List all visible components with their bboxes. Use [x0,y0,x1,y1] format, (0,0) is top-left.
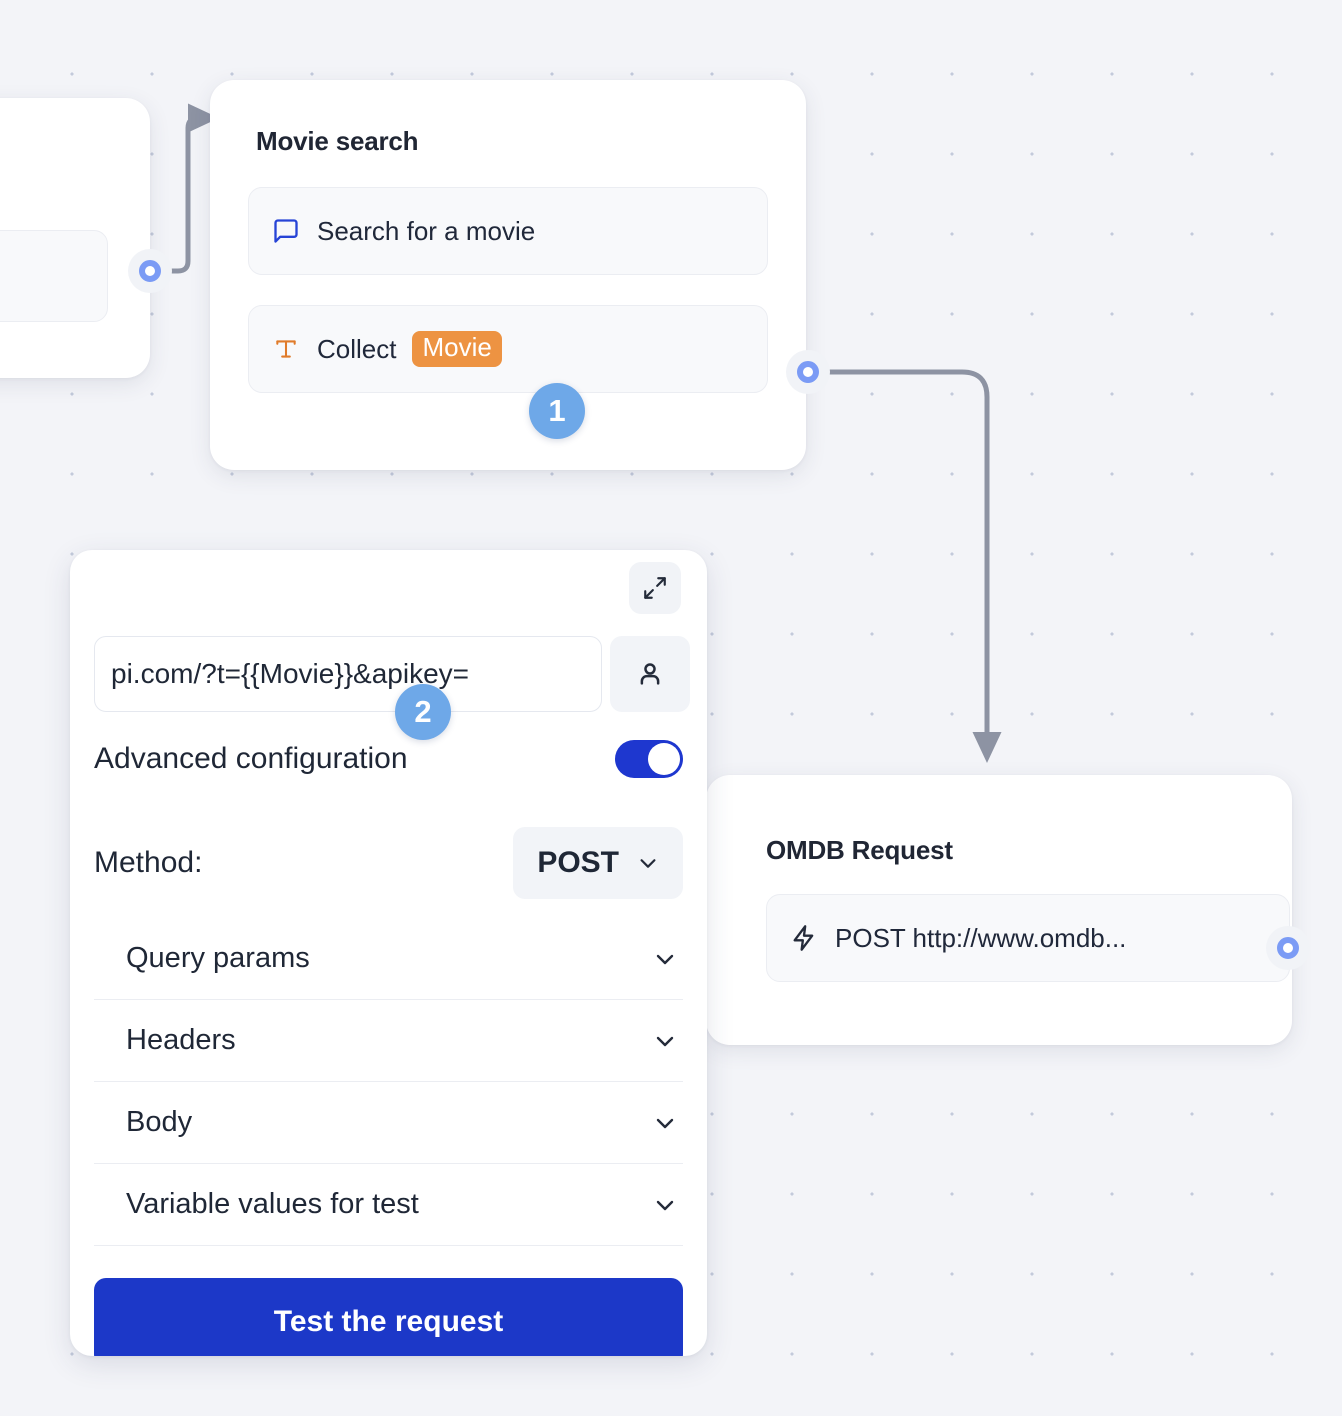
previous-node-card[interactable] [0,98,150,378]
method-select-dropdown[interactable]: POST [513,827,683,899]
chevron-down-icon [653,1029,677,1053]
method-select-value: POST [537,846,619,879]
chevron-down-icon [637,852,659,874]
connector-dot-previous-node[interactable] [128,249,172,293]
section-variable-values-label: Variable values for test [126,1188,419,1220]
connector-dot-omdb-output[interactable] [1266,926,1310,970]
node-omdb-request[interactable]: OMDB Request POST http://www.omdb... [706,775,1292,1045]
movie-search-row-collect-label: Collect [317,333,397,364]
lightning-bolt-icon [789,923,819,953]
section-query-params[interactable]: Query params [94,918,683,1000]
chevron-down-icon [653,1111,677,1135]
movie-search-row-collect[interactable]: Collect Movie [248,305,768,393]
method-label: Method: [94,846,203,879]
chevron-down-icon [653,947,677,971]
omdb-request-title: OMDB Request [766,835,953,865]
omdb-request-row-post[interactable]: POST http://www.omdb... [766,894,1290,982]
section-headers-label: Headers [126,1024,236,1056]
movie-search-title: Movie search [256,126,419,156]
url-row [94,636,690,712]
movie-search-row-search-label: Search for a movie [317,215,536,246]
request-url-input[interactable] [94,636,602,712]
chevron-down-icon [653,1193,677,1217]
method-row: Method: POST [94,827,683,899]
section-variable-values-for-test[interactable]: Variable values for test [94,1164,683,1246]
section-headers[interactable]: Headers [94,1000,683,1082]
toggle-knob [648,743,680,775]
person-icon[interactable] [610,636,690,712]
advanced-configuration-toggle[interactable] [615,740,683,778]
text-t-icon [271,334,301,364]
previous-node-row [0,230,108,322]
configuration-sections: Query params Headers Body Variable value… [94,918,683,1246]
step-badge-1: 1 [529,383,585,439]
movie-search-row-search[interactable]: Search for a movie [248,187,768,275]
omdb-request-row-post-label: POST http://www.omdb... [835,922,1127,953]
step-badge-2: 2 [395,684,451,740]
connector-dot-movie-search-output[interactable] [786,350,830,394]
variable-tag-movie[interactable]: Movie [412,331,502,367]
section-body-label: Body [126,1106,193,1138]
advanced-configuration-label: Advanced configuration [94,742,408,775]
test-the-request-button[interactable]: Test the request [94,1278,683,1356]
section-query-params-label: Query params [126,942,310,974]
section-body[interactable]: Body [94,1082,683,1164]
message-bubble-icon [271,216,301,246]
advanced-configuration-row: Advanced configuration [94,740,683,778]
node-movie-search[interactable]: Movie search Search for a movie [210,80,806,470]
request-configuration-panel[interactable]: Advanced configuration Method: POST Quer… [70,550,707,1356]
expand-diagonal-icon[interactable] [629,562,681,614]
